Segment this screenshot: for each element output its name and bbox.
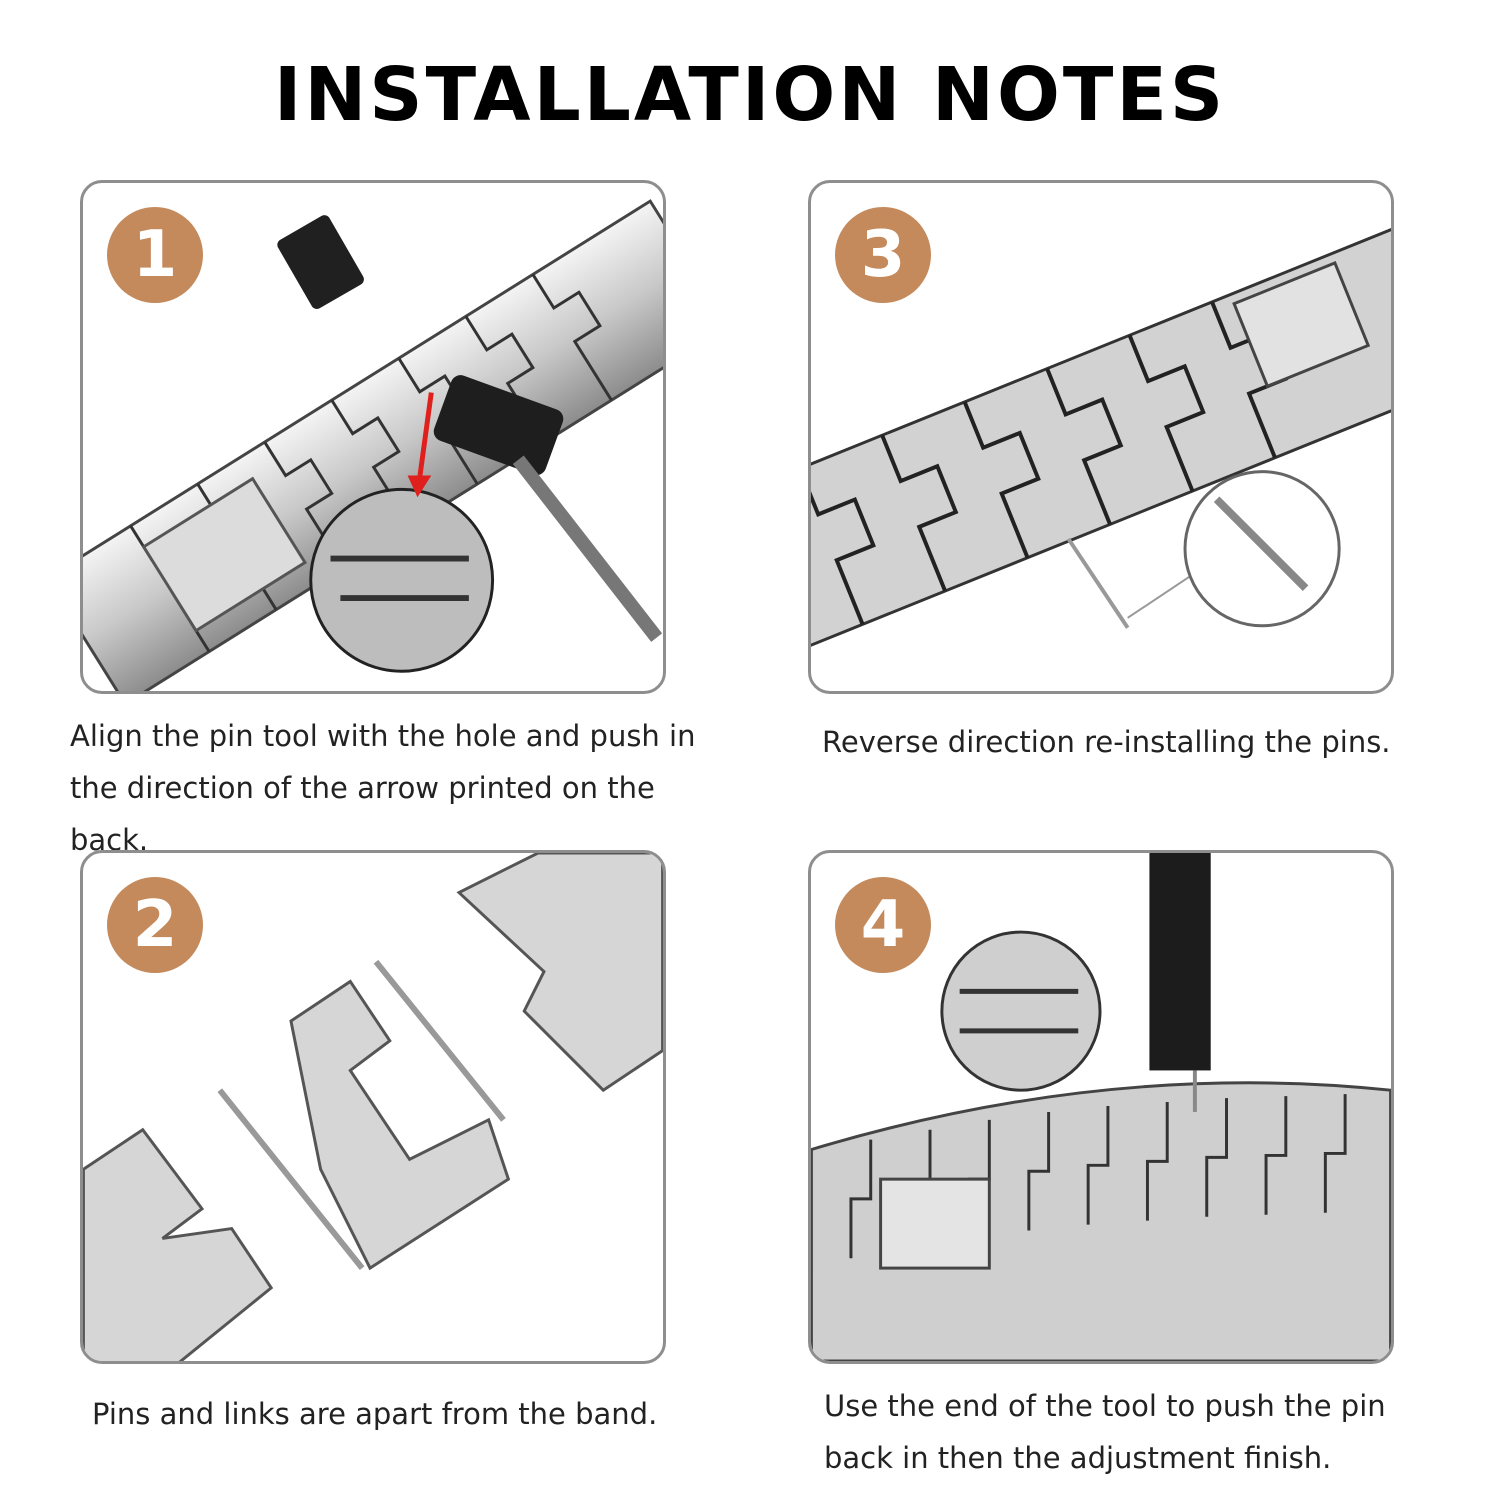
step-4-panel: 4 <box>808 850 1394 1364</box>
step-2-caption: Pins and links are apart from the band. <box>92 1388 712 1440</box>
step-badge: 4 <box>835 877 931 973</box>
step-badge: 1 <box>107 207 203 303</box>
pin-tool-icon <box>1149 853 1210 1112</box>
step-3-caption: Reverse direction re-installing the pins… <box>822 716 1422 768</box>
step-badge: 2 <box>107 877 203 973</box>
step-2-panel: 2 <box>80 850 666 1364</box>
step-badge: 3 <box>835 207 931 303</box>
page-title: INSTALLATION NOTES <box>0 52 1500 138</box>
step-1-panel: 1 <box>80 180 666 694</box>
step-1-caption: Align the pin tool with the hole and pus… <box>70 710 730 866</box>
push-pin-icon <box>1068 539 1127 628</box>
step-3-panel: 3 <box>808 180 1394 694</box>
step-4-caption: Use the end of the tool to push the pin … <box>824 1380 1424 1484</box>
